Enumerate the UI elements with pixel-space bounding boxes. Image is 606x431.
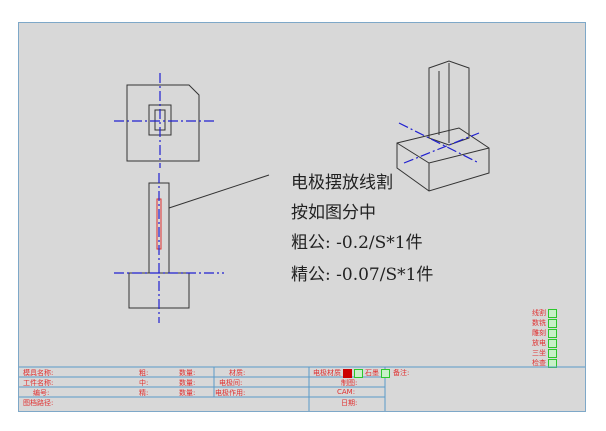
note-line: 电极摆放线割 [291,173,393,193]
checklist-item[interactable]: 放电 [532,338,557,348]
tb-label: 图档路径: [23,399,54,407]
tb-label: 中: [139,379,149,387]
tb-label: CAM: [337,388,356,396]
checklist-item[interactable]: 雕刻 [532,328,557,338]
tb-label: 石墨 [365,369,379,377]
checkbox[interactable] [381,368,390,378]
checkbox[interactable] [548,308,557,318]
tb-label: 数量: [179,379,196,387]
cad-drawing [114,60,490,323]
tb-label: 电极作用: [215,389,246,397]
checklist-item[interactable]: 数铣 [532,318,557,328]
checklist-item[interactable]: 检查 [532,358,557,368]
tb-label: 粗: [139,369,149,377]
tb-label: 日期: [341,399,358,407]
top-view-outline [126,84,200,162]
iso-base [396,127,490,192]
checklist-item[interactable]: 三坐 [532,348,557,358]
checkbox[interactable] [343,368,352,378]
tb-label: 电极间: [219,379,243,387]
checkbox[interactable] [548,338,557,348]
checklist-item[interactable]: 线割 [532,308,557,318]
note-line: 粗公: -0.2/S*1件 [291,233,423,253]
tb-label: 编号: [33,389,50,397]
check-label: 三坐 [532,349,546,357]
leader-line [168,174,270,209]
tb-label: 模具名称: [23,369,54,377]
note-line: 精公: -0.07/S*1件 [291,265,434,285]
note-line: 按如图分中 [291,203,376,223]
tb-label: 电极材质 [313,369,341,377]
tb-label: 制图: [341,379,358,387]
check-label: 检查 [532,359,546,367]
tb-label: 数量: [179,369,196,377]
tb-label: 备注: [393,369,410,377]
elec-material: 电极材质 石墨 [313,368,390,378]
tb-label: 工件名称: [23,379,54,387]
checkbox[interactable] [548,348,557,358]
check-label: 放电 [532,339,546,347]
check-label: 数铣 [532,319,546,327]
checkbox[interactable] [548,358,557,368]
tb-label: 精: [139,389,149,397]
checkbox[interactable] [548,328,557,338]
drawing-sheet: 电极摆放线割 按如图分中 粗公: -0.2/S*1件 精公: -0.07/S*1… [18,22,586,412]
tb-label: 数量: [179,389,196,397]
check-label: 雕刻 [532,329,546,337]
check-label: 线割 [532,309,546,317]
checkbox[interactable] [354,368,363,378]
checkbox[interactable] [548,318,557,328]
iso-electrode [428,60,470,146]
tb-label: 材质: [229,369,246,377]
